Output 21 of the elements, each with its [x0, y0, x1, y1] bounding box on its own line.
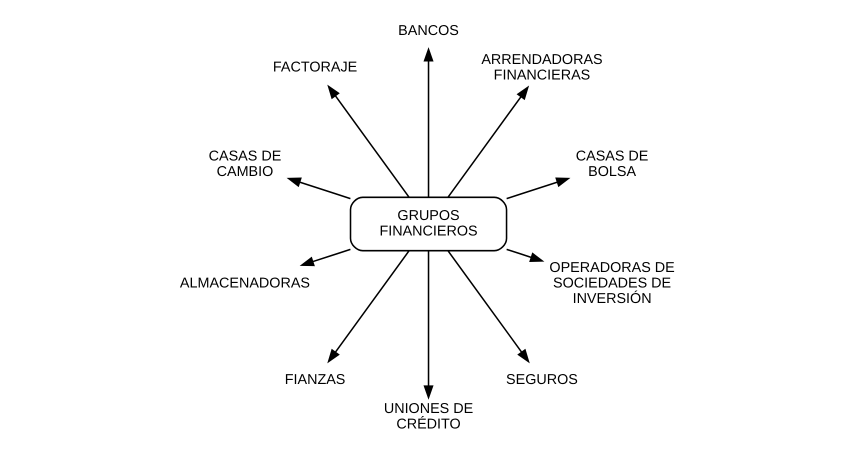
- node-text: FACTORAJE: [272, 60, 358, 76]
- node-text: CASAS DE CAMBIO: [208, 148, 282, 180]
- arrow: [423, 250, 434, 400]
- arrow: [286, 178, 351, 200]
- node-text: ARRENDADORAS FINANCIERAS: [481, 52, 603, 84]
- arrow: [506, 248, 544, 262]
- node-text: BANCOS: [398, 22, 459, 39]
- arrow: [327, 250, 410, 364]
- arrow: [423, 47, 434, 198]
- node-text: CASAS DE BOLSA: [576, 148, 648, 180]
- arrow: [506, 178, 570, 200]
- arrow: [447, 250, 530, 364]
- node-text: UNIONES DE CRÉDITO: [384, 401, 474, 432]
- node-box: GRUPOS FINANCIEROS: [350, 196, 508, 252]
- arrow: [327, 84, 410, 198]
- node-text: ALMACENADORAS: [180, 275, 310, 292]
- arrow: [447, 86, 530, 198]
- node-text: FIANZAS: [284, 372, 346, 388]
- node-text: SEGUROS: [506, 372, 578, 388]
- arrow: [300, 248, 351, 266]
- node-text: OPERADORAS DE SOCIEDADES DE INVERSIÓN: [549, 260, 675, 307]
